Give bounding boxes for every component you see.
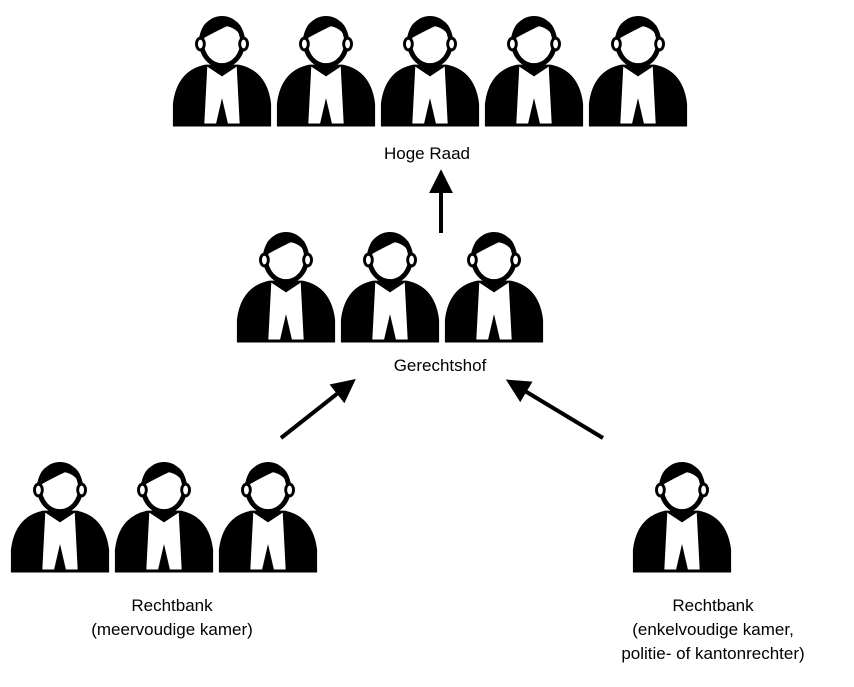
label-line: (enkelvoudige kamer, [632, 620, 794, 639]
label-line: (meervoudige kamer) [91, 620, 253, 639]
judge-figure [633, 463, 731, 572]
judges-hoge-raad [173, 17, 687, 126]
judge-figure [173, 17, 271, 126]
label-line: Rechtbank [672, 596, 754, 615]
judges-gerechtshof [237, 233, 543, 342]
arrow-rechtbank-meervoudig-to-gerechtshof [279, 379, 356, 440]
judge-figure [381, 17, 479, 126]
label-rechtbank-enkelvoudig: Rechtbank (enkelvoudige kamer, politie- … [578, 594, 848, 666]
judge-figure [341, 233, 439, 342]
label-hoge-raad: Hoge Raad [327, 142, 527, 166]
judge-figure [115, 463, 213, 572]
judge-figure [589, 17, 687, 126]
label-line: Gerechtshof [393, 356, 487, 375]
label-line: Hoge Raad [383, 144, 470, 163]
label-rechtbank-meervoudig: Rechtbank (meervoudige kamer) [62, 594, 282, 642]
judge-figure [11, 463, 109, 572]
label-gerechtshof: Gerechtshof [340, 354, 540, 378]
label-line: Rechtbank [131, 596, 213, 615]
judge-figure [219, 463, 317, 572]
judge-figure [277, 17, 375, 126]
judges-rechtbank-enkelvoudig [633, 463, 731, 572]
label-line: politie- of kantonrechter) [621, 644, 805, 663]
arrow-rechtbank-enkelvoudig-to-gerechtshof [505, 379, 605, 440]
judge-figure [445, 233, 543, 342]
judge-figure [485, 17, 583, 126]
judges-rechtbank-meervoudig [11, 463, 317, 572]
judge-figure [237, 233, 335, 342]
